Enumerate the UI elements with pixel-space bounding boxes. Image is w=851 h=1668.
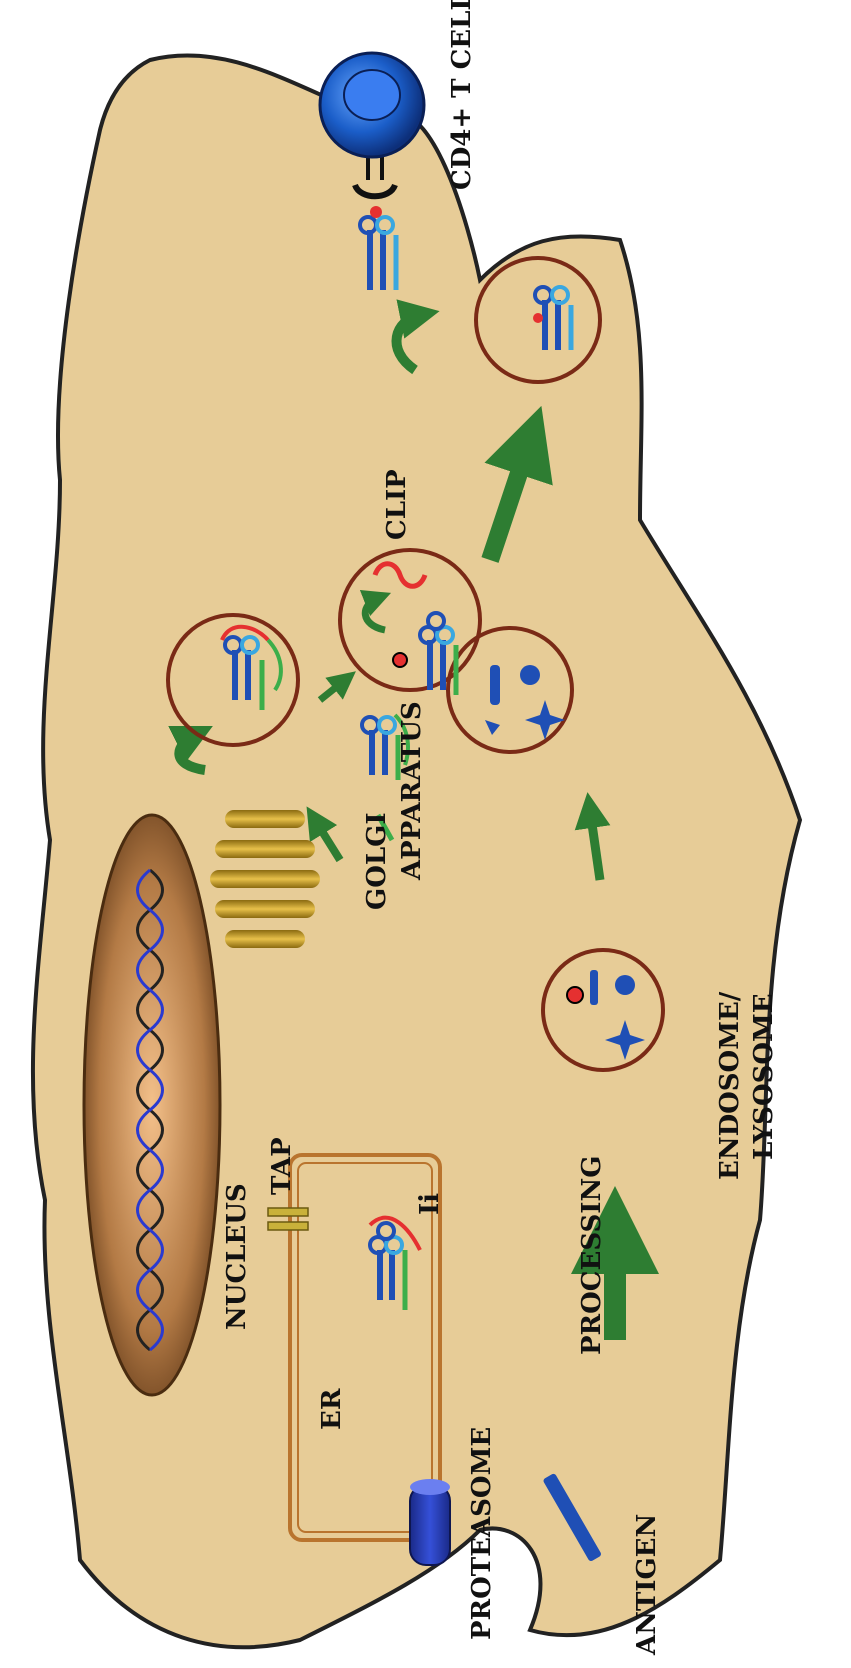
- peptide-burst-icon: [393, 653, 407, 667]
- label-clip: CLIP: [382, 469, 412, 540]
- label-proteasome: PROTEASOME: [467, 1427, 497, 1640]
- cd4-t-cell-icon: [320, 53, 424, 157]
- proteasome-icon: [410, 1479, 450, 1565]
- label-nucleus: NUCLEUS: [222, 1183, 252, 1330]
- nucleus: [84, 815, 220, 1395]
- label-cd4-t-cell: CD4+ T CELL: [447, 0, 477, 190]
- label-endosome-line1: ENDOSOME/: [715, 991, 745, 1180]
- label-tap: TAP: [267, 1137, 297, 1195]
- label-endosome-line2: LYSOSOME: [749, 993, 779, 1160]
- label-antigen: ANTIGEN: [632, 1514, 662, 1656]
- label-ii: Ii: [415, 1193, 445, 1215]
- label-golgi-line1: GOLGI: [362, 813, 392, 911]
- label-processing: PROCESSING: [577, 1156, 607, 1355]
- label-er: ER: [317, 1388, 347, 1430]
- label-golgi-line2: APPARATUS: [397, 701, 427, 881]
